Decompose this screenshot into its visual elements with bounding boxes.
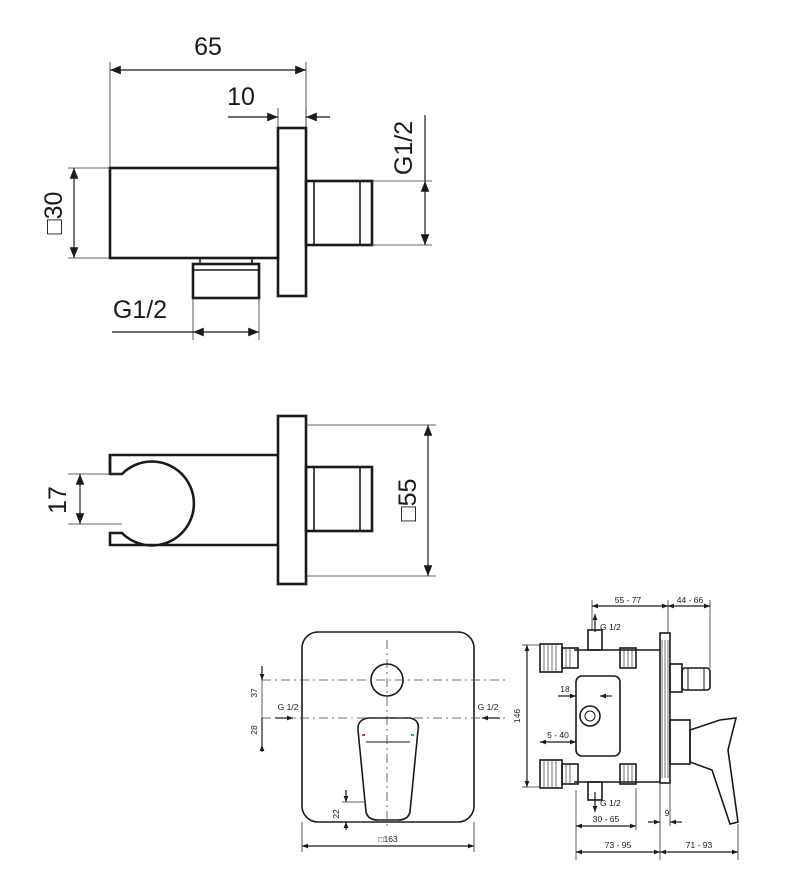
dim-depth-a: 55 - 77	[615, 595, 642, 605]
dim-holder-opening: 17	[44, 486, 72, 514]
outlet-top-view: 65 10 G1/2 □30 G1/2	[40, 33, 432, 340]
dim-thread-bottom: G1/2	[113, 296, 167, 324]
dim-plate-width: □163	[378, 834, 398, 844]
dim-mid-offset: 28	[249, 725, 259, 735]
dim-plate-square: □55	[394, 479, 422, 522]
holder-connector	[304, 465, 374, 533]
dim-18: 18	[560, 684, 570, 694]
diverter-cap	[681, 667, 711, 691]
holder-flange	[276, 414, 308, 586]
outlet-body	[108, 166, 280, 260]
dim-inlet-left: G 1/2	[278, 702, 299, 712]
bottom-left-inlet	[539, 759, 563, 789]
wall-plate	[659, 632, 671, 784]
dim-depth-b: 44 - 66	[677, 595, 704, 605]
valve-port	[579, 705, 601, 727]
dim-73-95: 73 - 95	[605, 840, 632, 850]
top-left-inlet	[539, 643, 563, 673]
dim-flange: 10	[227, 83, 255, 111]
holder-view: 17 □55	[44, 414, 436, 586]
valve-side-view: 55 - 77 44 - 66 G 1/2 146 18 5 - 40 G 1/…	[512, 595, 739, 860]
dim-5-40: 5 - 40	[547, 730, 569, 740]
dim-outlet-bottom: G 1/2	[600, 798, 621, 808]
mixer-lever	[357, 717, 420, 821]
trim-front-view: 37 28 G 1/2 G 1/2 22 □163	[249, 631, 505, 852]
valve-hatching	[543, 640, 669, 788]
bottom-thread-connector	[191, 262, 261, 300]
right-thread-connector	[304, 179, 374, 247]
dim-square-height: □30	[40, 192, 68, 235]
dim-thread-right: G1/2	[390, 121, 418, 175]
dim-30-65: 30 - 65	[593, 814, 620, 824]
trim-plate	[301, 631, 475, 823]
dim-71-93: 71 - 93	[686, 840, 713, 850]
dim-top-offset: 37	[249, 688, 259, 698]
dim-outlet-top: G 1/2	[600, 622, 621, 632]
valve-body	[575, 675, 621, 757]
dim-9: 9	[665, 808, 670, 818]
lever-side	[689, 717, 739, 825]
dim-inlet-right: G 1/2	[478, 702, 499, 712]
outlet-flange	[276, 126, 308, 298]
holder-body	[108, 453, 278, 547]
dim-bottom-gap: 22	[331, 809, 341, 819]
dim-total-width: 65	[194, 33, 222, 61]
dim-height: 146	[512, 709, 522, 723]
